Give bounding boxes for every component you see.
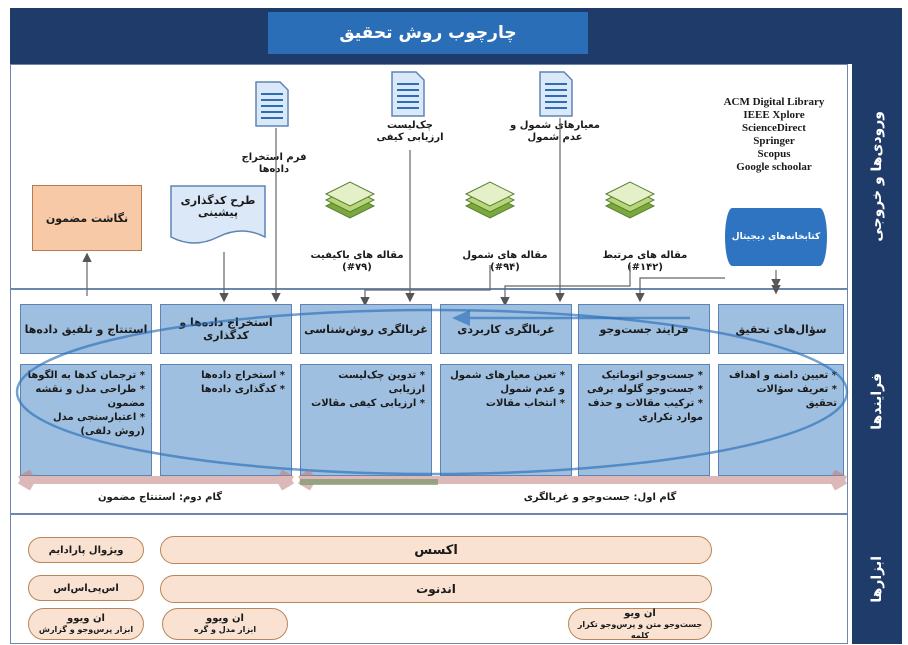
database-ieee: IEEE Xplore [743, 109, 805, 121]
step-one-label: گام اول: جست‌وجو و غربالگری [523, 492, 677, 503]
content-writing-label: نگاشت مضمون [45, 211, 129, 225]
paper-stack-icon [324, 181, 376, 219]
database-sciencedirect: ScienceDirect [742, 122, 806, 134]
database-acm: ACM Digital Library [723, 96, 825, 108]
tool-nvivo-search: ان ویو جست‌وجو متن و پرس‌وجو تکرار کلمه [568, 608, 712, 640]
paper-stack-icon [464, 181, 516, 219]
section-label-tools: ابزارها [852, 514, 902, 644]
tool-endnote: اندنوت [160, 575, 712, 603]
data-extraction-form-label: فرم استخراج داده‌ها [241, 152, 307, 175]
quality-checklist-label: چک‌لیست ارزیابی کیفی [376, 120, 444, 143]
tool-desc: ابزار مدل و گره [193, 625, 257, 634]
document-icon [255, 81, 289, 127]
section-label-processes: فرایندها [852, 289, 902, 514]
paper-stack-icon [604, 181, 656, 219]
database-list: ACM Digital Library IEEE Xplore ScienceD… [700, 96, 848, 174]
coding-plan-shape [170, 185, 266, 244]
step-two-label: گام دوم: استنتاج مضمون [97, 492, 223, 503]
content-writing-box: نگاشت مضمون [32, 185, 142, 251]
tool-name: ان ویو [624, 607, 656, 619]
tool-name: ان ویوو [206, 613, 244, 624]
related-papers-label: مقاله های مرتبط (۱۴۲#) [602, 250, 688, 273]
digital-library-cylinder: کتابخانه‌های دیجیتال [725, 208, 827, 266]
tool-nvivo-query: ان ویوو ابزار پرس‌وجو و گزارش [28, 608, 144, 640]
section-label-inputs-outputs: ورودی‌ها و خروجی [852, 64, 902, 289]
tool-excel: اکسس [160, 536, 712, 564]
tool-spss: اس‌پی‌اس‌اس [28, 575, 144, 601]
page-title: چارچوب روش تحقیق [268, 12, 588, 54]
tools-section [10, 514, 848, 644]
document-icon [539, 71, 573, 117]
coding-plan-label: طرح کدگذاری پیشینی [180, 194, 256, 219]
document-icon [391, 71, 425, 117]
tool-nvivo-model: ان ویوو ابزار مدل و گره [162, 608, 288, 640]
digital-library-label: کتابخانه‌های دیجیتال [731, 232, 821, 242]
database-springer: Springer [753, 135, 795, 147]
inclusion-criteria-label: معیارهای شمول و عدم شمول [510, 120, 600, 143]
tool-desc: ابزار پرس‌وجو و گزارش [38, 625, 134, 634]
tool-name: ان ویوو [67, 613, 105, 624]
database-scopus: Scopus [757, 148, 791, 160]
database-google-scholar: Google schoolar [736, 161, 812, 173]
tool-desc: جست‌وجو متن و پرس‌وجو تکرار کلمه [577, 619, 703, 640]
tool-visual-paradigm: ویژوال پارادایم [28, 537, 144, 563]
